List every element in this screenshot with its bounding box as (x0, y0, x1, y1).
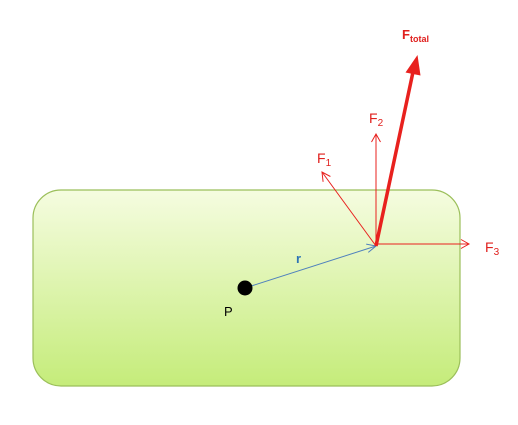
ftotal-arrowhead (405, 55, 421, 76)
point-p (237, 280, 253, 296)
f3-arrowhead (460, 239, 471, 249)
f2-arrowhead (371, 132, 381, 143)
ftotal-line (374, 71, 415, 247)
f1-arrowhead (321, 171, 331, 182)
force-vector-f3 (376, 239, 471, 249)
f2-label: F2 (369, 110, 384, 129)
r-label: r (296, 251, 302, 266)
f3-label: F3 (485, 239, 500, 258)
f1-label: F1 (317, 150, 332, 169)
force-vector-f1 (321, 171, 377, 247)
f1-line (321, 171, 377, 247)
ftotal-label: Ftotal (402, 27, 429, 44)
force-vector-ftotal (374, 55, 421, 247)
p-label: P (224, 304, 233, 319)
r-vector-line (244, 245, 377, 289)
force-vector-f2 (371, 132, 381, 246)
